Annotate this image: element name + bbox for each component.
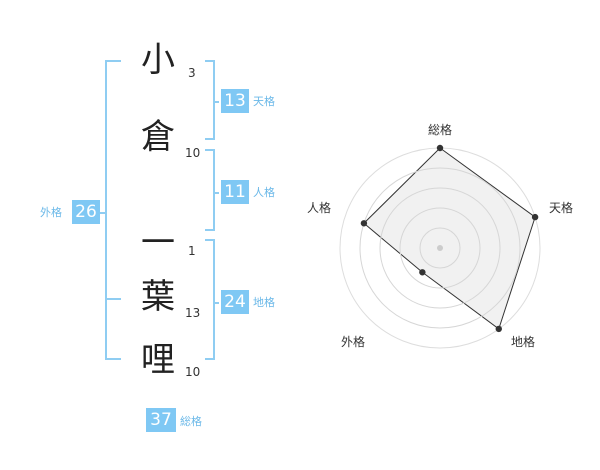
- surname-char-2-strokes: 10: [185, 146, 201, 160]
- given-char-3-strokes: 10: [185, 365, 201, 379]
- jinkaku-bracket: [205, 149, 215, 231]
- radar-point-1: [436, 144, 444, 152]
- radar-point-4: [419, 269, 426, 276]
- chikaku-bracket: [205, 239, 215, 360]
- radar-label-chikaku: 地格: [511, 335, 536, 349]
- jinkaku-value: 11: [221, 180, 249, 204]
- radar-label-jinkaku: 人格: [307, 201, 332, 215]
- chikaku-value: 24: [221, 290, 249, 314]
- given-char-2-strokes: 13: [185, 306, 201, 320]
- radar-point-5: [360, 220, 368, 227]
- chikaku-label: 地格: [253, 296, 275, 309]
- given-char-1-strokes: 1: [188, 244, 196, 258]
- gaikaku-label: 外格: [40, 206, 62, 219]
- surname-char-1-strokes: 3: [188, 66, 196, 80]
- gaikaku-bracket: [105, 60, 121, 360]
- radar-center: [437, 245, 443, 251]
- surname-char-1: 小: [141, 40, 175, 80]
- radar-label-gaikaku: 外格: [341, 335, 366, 349]
- given-char-1: 一: [141, 223, 175, 263]
- tenkaku-label: 天格: [253, 95, 275, 108]
- surname-char-2: 倉: [141, 117, 175, 157]
- radar-point-2: [531, 213, 539, 221]
- given-char-3: 哩: [141, 340, 175, 380]
- gaikaku-value: 26: [72, 200, 100, 224]
- radar-gridline-1: [419, 227, 461, 269]
- radar-gridline-3: [379, 187, 501, 309]
- soukaku-label: 総格: [180, 415, 202, 428]
- radar-point-3: [495, 325, 502, 333]
- radar-label-soukaku: 総格: [428, 123, 453, 137]
- given-char-2: 葉: [141, 277, 175, 317]
- soukaku-value: 37: [146, 408, 176, 432]
- tenkaku-bracket: [205, 60, 215, 140]
- radar-label-tenkaku: 天格: [549, 201, 574, 215]
- radar-gridline-4: [359, 167, 521, 329]
- radar-gridline-2: [399, 207, 481, 289]
- jinkaku-label: 人格: [253, 186, 275, 199]
- tenkaku-value: 13: [221, 89, 249, 113]
- radar-area: [363, 147, 536, 330]
